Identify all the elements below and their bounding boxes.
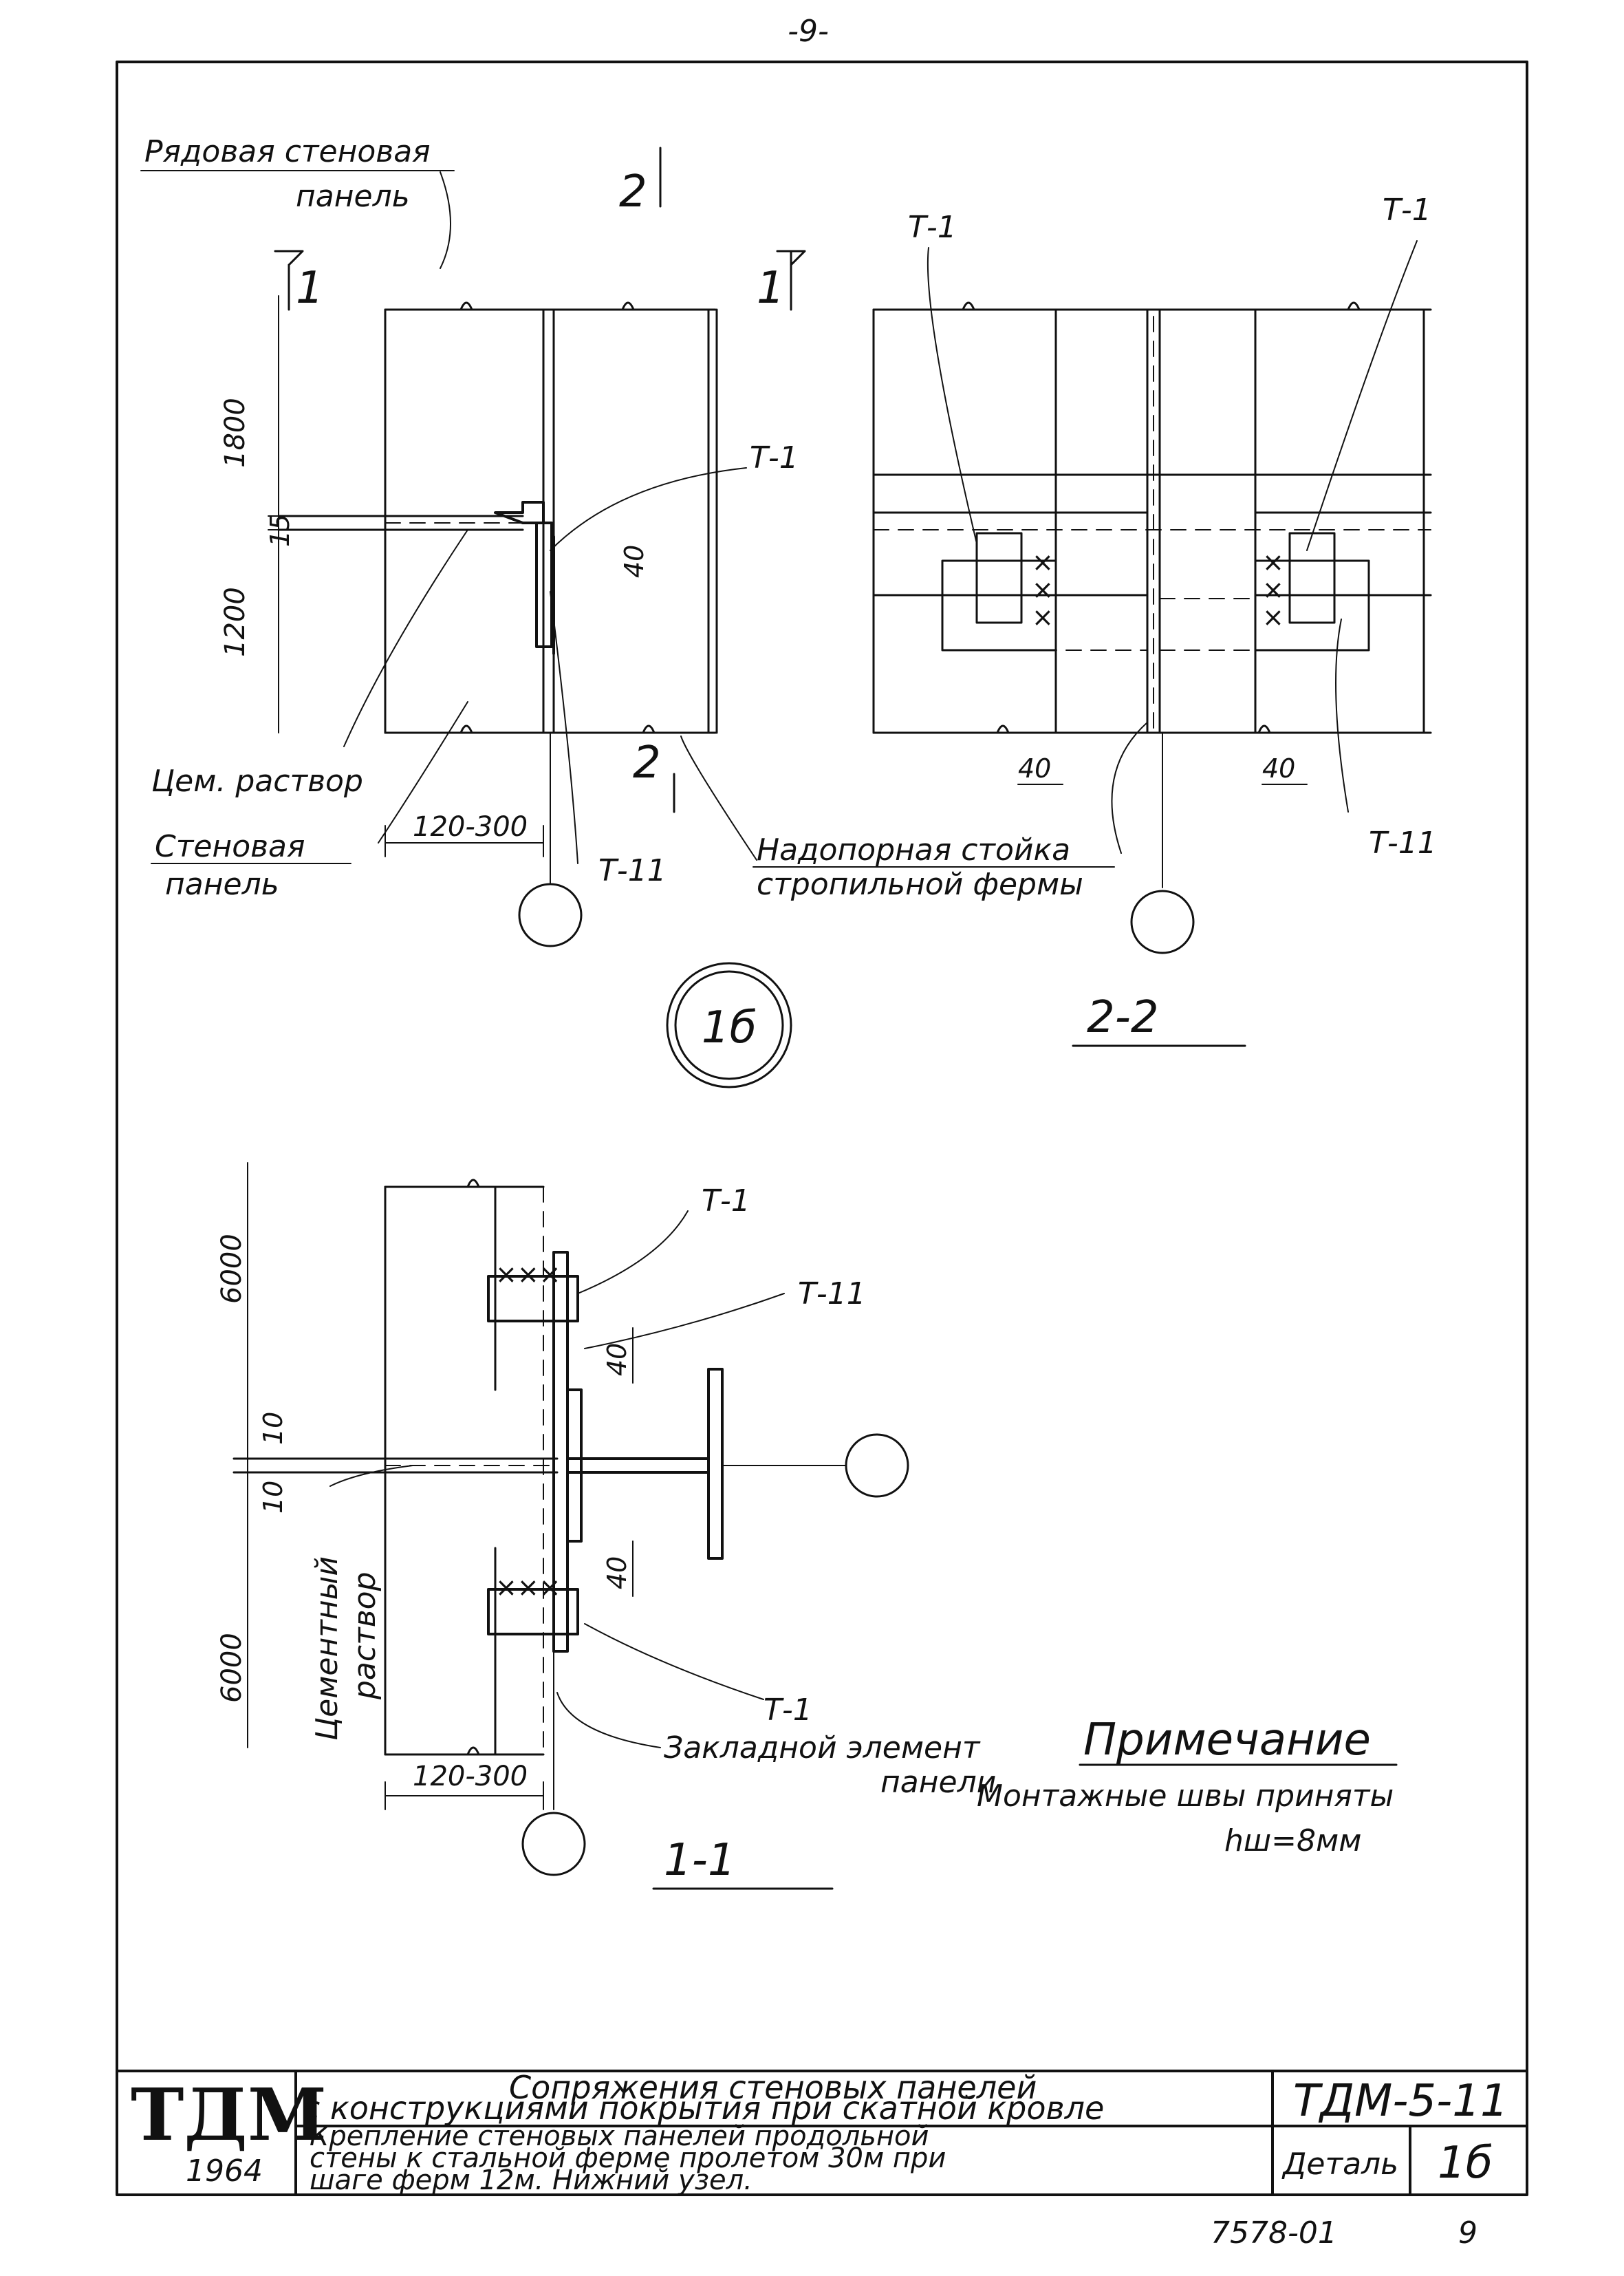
dim-width-top: 120-300 (413, 811, 528, 843)
row-panel-label-line2: панель (296, 179, 410, 214)
mortar-label-line1: Цементный (310, 1556, 345, 1741)
weld-marks-left-2: × (1032, 575, 1054, 605)
note-heading: Примечание (1083, 1715, 1371, 1765)
dim-10-bottom: 10 (258, 1481, 288, 1514)
weld-marks-right-3: × (1262, 602, 1284, 632)
corner-number: 9 (1458, 2215, 1477, 2251)
desc-line-1: Крепление стеновых панелей продольной (310, 2121, 929, 2152)
weld-x-lower: ××× (495, 1572, 561, 1602)
detail-value: 1б (1438, 2138, 1493, 2189)
label-wall-panel-line1: Стеновая (155, 829, 305, 864)
section-2-2-t11: Т-11 (1369, 826, 1437, 861)
detail-1b (140, 147, 1115, 1088)
brand-logo: ТДМ (131, 2072, 327, 2157)
dim-1800: 1800 (219, 398, 251, 468)
label-t11: Т-11 (598, 853, 667, 888)
dim-6000-top: 6000 (216, 1234, 248, 1304)
section-1-1-t11: Т-11 (798, 1276, 866, 1311)
dim-6000-bottom: 6000 (216, 1633, 248, 1703)
mortar-label-line2: раствор (347, 1572, 382, 1701)
label-post-line2: стропильной фермы (757, 867, 1083, 902)
archive-number: 7578-01 (1211, 2215, 1337, 2251)
desc-line-2: стены к стальной ферме пролетом 30м при (310, 2143, 946, 2174)
label-t1: Т-1 (750, 440, 799, 475)
dim-10-top: 10 (258, 1412, 288, 1445)
section-1-1-t1-top: Т-1 (702, 1183, 750, 1218)
note-line-1: Монтажные швы приняты (977, 1779, 1394, 1814)
section-2-2-title: 2-2 (1087, 992, 1159, 1043)
note-line-2: hш=8мм (1224, 1823, 1361, 1858)
embed-label-line1: Закладной элемент (664, 1730, 981, 1765)
detail-label: Деталь (1281, 2147, 1398, 2182)
dim-40-bottom: 40 (602, 1556, 632, 1589)
cut-mark-2-top: 2 (619, 167, 647, 217)
doc-code: ТДМ-5-11 (1293, 2076, 1508, 2127)
cut-mark-1-right: 1 (757, 263, 785, 314)
section-2-2-dim-40-left: 40 (1018, 753, 1051, 784)
title-line-2: с конструкциями покрытия при скатной кро… (303, 2090, 1104, 2127)
weld-marks-right-2: × (1262, 575, 1284, 605)
desc-line-3: шаге ферм 12м. Нижний узел. (310, 2165, 753, 2196)
section-2-2: × × × × × × (872, 240, 1432, 1047)
title-line-1: Сопряжения стеновых панелей (509, 2069, 1037, 2106)
row-panel-label-line1: Рядовая стеновая (144, 134, 431, 169)
section-1-1-title: 1-1 (664, 1835, 736, 1886)
node-mark-text: 1б (702, 1002, 757, 1053)
weld-marks-left: × (1032, 547, 1054, 577)
dim-40-top: 40 (602, 1343, 632, 1376)
weld-x-upper: ××× (495, 1259, 561, 1289)
section-2-2-t1-right: Т-1 (1383, 193, 1431, 228)
weld-marks-left-3: × (1032, 602, 1054, 632)
label-mortar: Цем. раствор (151, 764, 363, 799)
dim-15: 15 (265, 514, 295, 547)
section-1-1: ××× ××× (232, 1162, 909, 1890)
section-1-1-t1-bottom: Т-1 (764, 1693, 812, 1728)
label-wall-panel-line2: панель (165, 867, 279, 902)
cut-mark-2-bottom: 2 (633, 738, 661, 788)
embed-label-line2: панели (880, 1765, 996, 1800)
label-post-line1: Надопорная стойка (757, 833, 1070, 868)
title-year: 1964 (186, 2154, 263, 2189)
title-block (294, 2070, 1528, 2196)
dim-1200: 1200 (219, 587, 251, 657)
dim-width-bottom: 120-300 (413, 1761, 528, 1792)
cut-mark-1-left: 1 (296, 263, 324, 314)
sheet-frame (116, 61, 1528, 2196)
page-number: -9- (788, 14, 829, 49)
section-2-2-t1-left: Т-1 (908, 210, 957, 245)
weld-marks-right: × (1262, 547, 1284, 577)
dim-40: 40 (619, 545, 649, 578)
section-2-2-dim-40-right: 40 (1262, 753, 1295, 784)
